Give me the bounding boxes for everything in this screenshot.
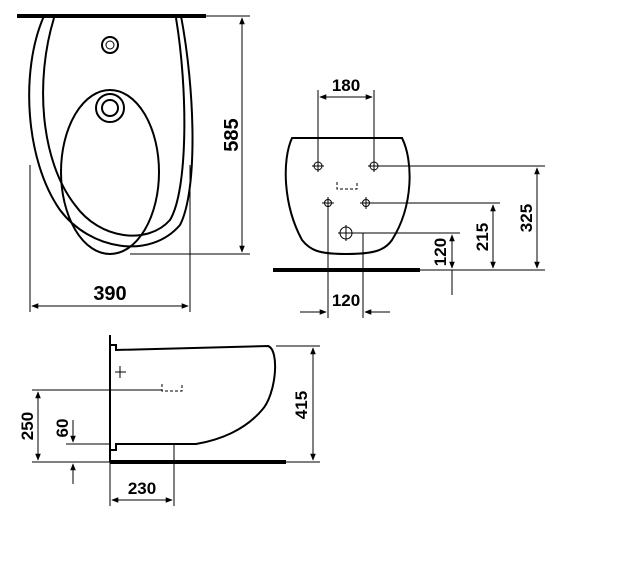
water-supply-dashed-icon bbox=[336, 182, 358, 190]
bidet-side-outline bbox=[110, 344, 277, 451]
tap-hole-inner bbox=[101, 99, 119, 117]
supply-level-label: 250 bbox=[18, 412, 37, 440]
waste-outlet-icon bbox=[338, 225, 354, 241]
bidet-outer-outline bbox=[28, 15, 194, 248]
fixing-spacing-label: 180 bbox=[332, 76, 360, 95]
supply-connection-right-icon bbox=[360, 197, 372, 209]
side-supply-dashed-icon bbox=[161, 384, 183, 392]
supply-height-label: 215 bbox=[473, 223, 492, 251]
fixing-hole-left-icon bbox=[312, 160, 324, 172]
overflow-hole-inner bbox=[105, 40, 115, 50]
overflow-hole-icon bbox=[101, 36, 119, 54]
width-dimension-label: 390 bbox=[93, 283, 126, 305]
waste-spacing-label: 120 bbox=[332, 291, 360, 310]
tap-hole-icon bbox=[95, 93, 125, 123]
waste-level-label: 60 bbox=[53, 419, 72, 438]
side-fixing-point-icon bbox=[115, 366, 126, 378]
bidet-bowl-outline bbox=[60, 89, 160, 255]
fixing-hole-right-icon bbox=[368, 160, 380, 172]
waste-offset-label: 230 bbox=[128, 479, 156, 498]
bidet-rim-outline bbox=[42, 17, 186, 237]
depth-dimension-label: 585 bbox=[221, 118, 243, 151]
side-view: 415 250 60 230 bbox=[18, 335, 320, 506]
top-view: 585 390 bbox=[17, 14, 250, 312]
height-dimension-label: 415 bbox=[292, 391, 311, 419]
waste-height-label: 120 bbox=[431, 238, 450, 266]
bidet-rear-outline bbox=[284, 137, 411, 256]
fixing-height-label: 325 bbox=[517, 204, 536, 232]
rear-view: 180 120 120 215 325 bbox=[273, 76, 545, 318]
